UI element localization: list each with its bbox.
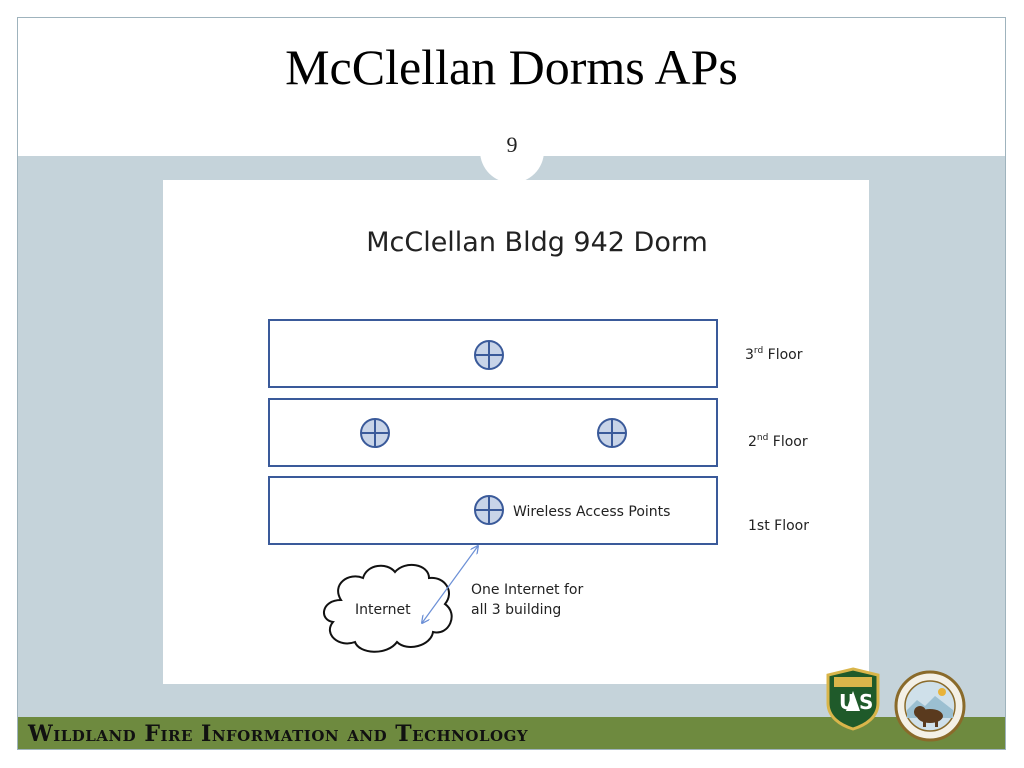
dorm-diagram: McClellan Bldg 942 Dorm	[268, 227, 809, 653]
diagram-title: McClellan Bldg 942 Dorm	[366, 227, 708, 258]
connection-arrow	[422, 546, 478, 623]
access-point-icon	[474, 495, 504, 525]
floor-2-box	[268, 398, 718, 467]
interior-seal-icon	[894, 670, 966, 742]
svg-text:S: S	[859, 690, 873, 714]
slide-title: McClellan Dorms APs	[285, 39, 738, 95]
footer-org-name: Wildland Fire Information and Technology	[28, 721, 529, 747]
floor-3-label: 3rd Floor	[745, 346, 803, 363]
internet-note-line1: One Internet for	[471, 582, 583, 598]
page-number-badge: 9	[480, 119, 544, 183]
floor-2-label: 2nd Floor	[748, 433, 808, 450]
page-number: 9	[506, 132, 518, 157]
slide-frame: McClellan Dorms APs 9 McClellan Bldg 942…	[17, 17, 1006, 750]
access-point-icon	[597, 418, 627, 448]
forest-service-logo-icon: U S	[826, 667, 880, 731]
access-point-icon	[360, 418, 390, 448]
cloud-label: Internet	[355, 602, 411, 618]
ap-label: Wireless Access Points	[513, 504, 670, 520]
footer-bar: Wildland Fire Information and Technology	[18, 717, 1005, 749]
floor-1-label: 1st Floor	[748, 518, 809, 534]
floor-3-box	[268, 319, 718, 388]
access-point-icon	[474, 340, 504, 370]
diagram-panel: McClellan Bldg 942 Dorm	[163, 180, 869, 684]
internet-note-line2: all 3 building	[471, 602, 561, 618]
